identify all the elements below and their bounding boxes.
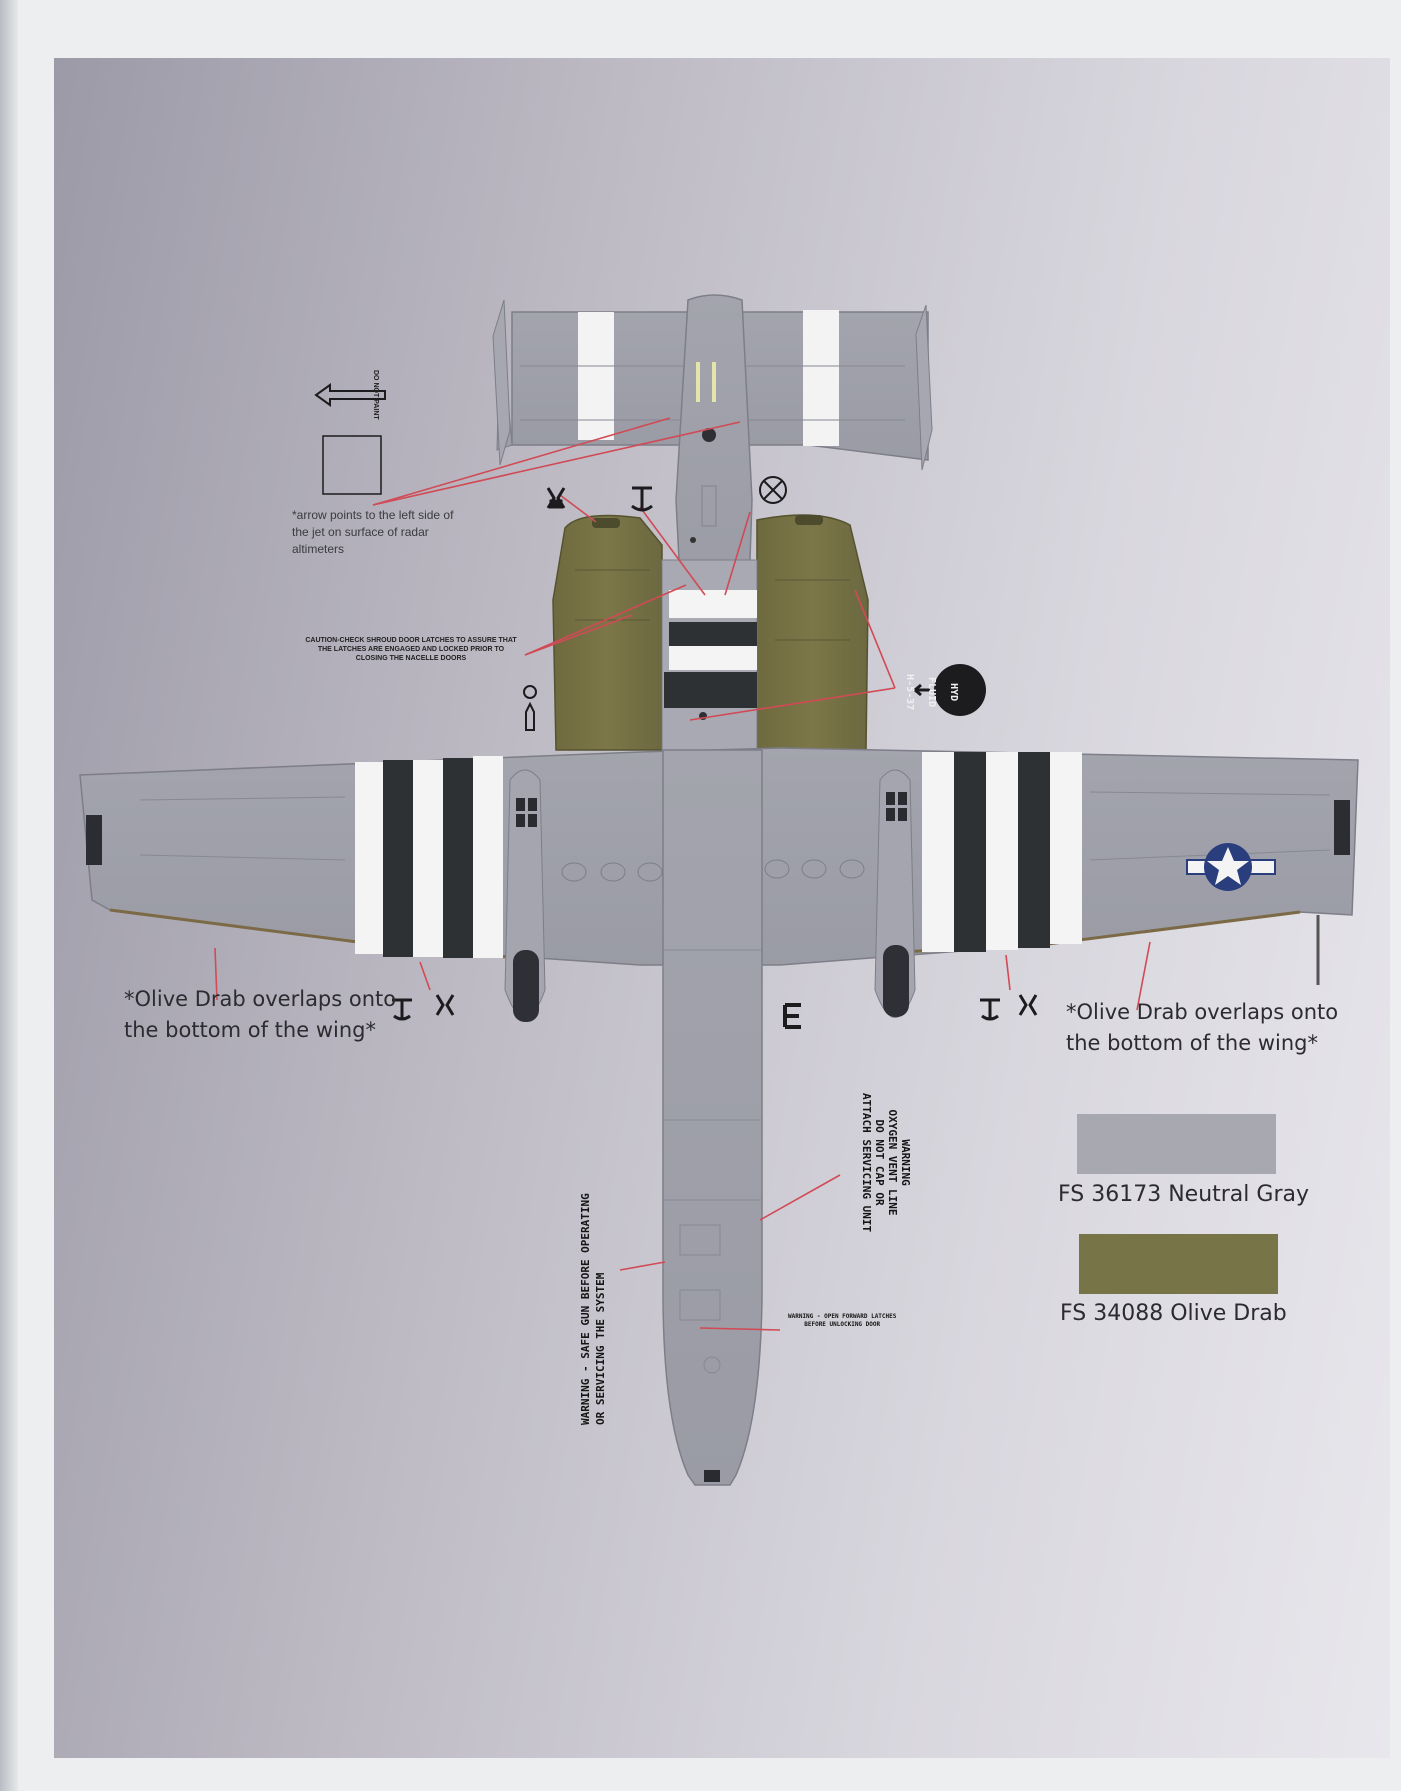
hyd-fluid-roundel [934, 664, 986, 716]
olive-drab-note-right: *Olive Drab overlaps onto the bottom of … [1066, 1000, 1339, 1055]
wing-stripe-left-1 [383, 760, 413, 957]
engine-nacelles [552, 514, 869, 751]
hyd-fluid-label: HYD FLUID H-5-37 [904, 662, 970, 710]
arrow-note: *arrow points to the left side of the je… [292, 508, 454, 556]
wing-stripe-right-2 [1018, 752, 1050, 948]
legend-swatch-neutral-gray [1077, 1114, 1276, 1174]
star-insignia [1186, 843, 1276, 891]
nacelle-stripe-black [669, 622, 757, 646]
warning-safe-gun: WARNING - SAFE GUN BEFORE OPERATING OR S… [579, 1193, 607, 1425]
tail-stripe-right [803, 310, 839, 446]
hyd-line-3: H-5-37 [904, 674, 915, 711]
warning-oxygen-vent: WARNING OXYGEN VENT LINE DO NOT CAP OR A… [860, 1093, 912, 1233]
paper-edge [0, 0, 18, 1791]
legend-label-olive-drab: FS 34088 Olive Drab [1060, 1301, 1287, 1326]
wing-nacelles [504, 769, 916, 1022]
hyd-line-1: HYD [948, 683, 959, 702]
tail-stripe-left [578, 312, 614, 440]
legend-label-neutral-gray: FS 36173 Neutral Gray [1058, 1182, 1309, 1207]
olive-drab-note-left: *Olive Drab overlaps onto the bottom of … [124, 987, 397, 1042]
hyd-line-2: FLUID [926, 677, 937, 708]
caution-shroud-note: CAUTION-CHECK SHROUD DOOR LATCHES TO ASS… [305, 637, 517, 662]
stencil-symbols [314, 383, 1038, 1029]
callout-lines [214, 417, 1151, 1331]
do-not-paint-label: DO NOT PAINT [372, 370, 379, 420]
wing-stripe-left-2 [443, 758, 473, 958]
warning-forward-latches: WARNING - OPEN FORWARD LATCHES BEFORE UN… [788, 1313, 897, 1328]
forward-fuselage [561, 749, 865, 1486]
legend-swatch-olive-drab [1079, 1234, 1278, 1294]
wing-stripe-right-1 [954, 752, 986, 952]
